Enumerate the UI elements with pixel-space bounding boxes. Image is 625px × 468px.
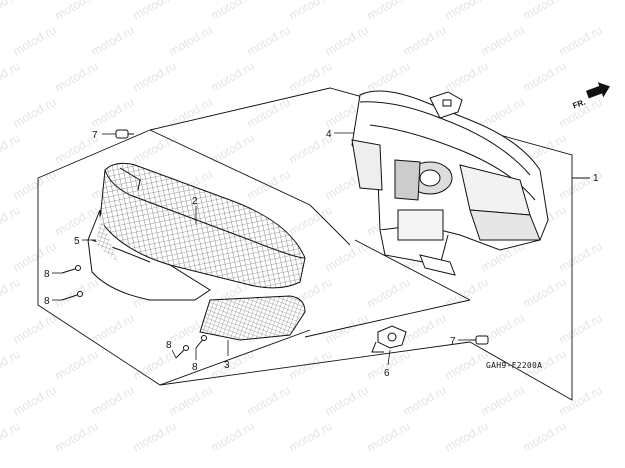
watermark-text: motod.ru	[401, 311, 449, 347]
watermark-text: motod.ru	[245, 23, 293, 59]
watermark-text: motod.ru	[0, 419, 23, 455]
watermark-text: motod.ru	[401, 383, 449, 419]
watermark-text: motod.ru	[521, 0, 569, 23]
watermark-text: motod.ru	[287, 203, 335, 239]
watermark-text: motod.ru	[521, 275, 569, 311]
watermark-text: motod.ru	[131, 419, 179, 455]
watermark-text: motod.ru	[557, 23, 605, 59]
assembly-frame	[37, 87, 590, 401]
watermark-text: motod.ru	[167, 383, 215, 419]
watermark-text: motod.ru	[245, 383, 293, 419]
watermark-text: motod.ru	[365, 59, 413, 95]
watermark-text: motod.ru	[287, 347, 335, 383]
watermark-text: motod.ru	[209, 59, 257, 95]
fr-label: FR.	[571, 98, 586, 111]
tail-housing-assembly	[351, 90, 549, 276]
watermark-text: motod.ru	[131, 131, 179, 167]
watermark-text: motod.ru	[401, 23, 449, 59]
watermark-text: motod.ru	[11, 95, 59, 131]
watermark-text: motod.ru	[131, 0, 179, 23]
watermark-text: motod.ru	[131, 59, 179, 95]
watermark-text: motod.ru	[209, 0, 257, 23]
watermark-text: motod.ru	[557, 239, 605, 275]
watermark-text: motod.ru	[287, 419, 335, 455]
watermark-text: motod.ru	[0, 275, 23, 311]
callout-5: 5	[74, 236, 80, 247]
watermark-text: motod.ru	[11, 23, 59, 59]
callout-8-b: 8	[44, 296, 50, 307]
watermark-text: motod.ru	[0, 131, 23, 167]
small-lens	[199, 295, 306, 341]
watermark-text: motod.ru	[323, 311, 371, 347]
callout-8-d: 8	[192, 362, 198, 373]
watermark-text: motod.ru	[131, 347, 179, 383]
watermark-text: motod.ru	[521, 59, 569, 95]
watermark-text: motod.ru	[0, 0, 23, 23]
watermark-text: motod.ru	[53, 59, 101, 95]
watermark-text: motod.ru	[53, 0, 101, 23]
callout-4: 4	[326, 129, 332, 140]
screw-top	[115, 129, 134, 139]
watermark-text: motod.ru	[11, 383, 59, 419]
watermark-text: motod.ru	[89, 383, 137, 419]
watermark-text: motod.ru	[167, 95, 215, 131]
watermark-text: motod.ru	[479, 95, 527, 131]
watermark-text: motod.ru	[521, 419, 569, 455]
watermark-text: motod.ru	[323, 23, 371, 59]
watermark-text: motod.ru	[245, 95, 293, 131]
watermark-text: motod.ru	[323, 383, 371, 419]
callout-8-a: 8	[44, 269, 50, 280]
watermark-text: motod.ru	[89, 23, 137, 59]
watermark-text: motod.ru	[11, 311, 59, 347]
callout-7-top: 7	[92, 130, 98, 141]
watermark-text: motod.ru	[53, 347, 101, 383]
watermark-text: motod.ru	[53, 419, 101, 455]
watermark-text: motod.ru	[209, 419, 257, 455]
watermark-text: motod.ru	[443, 59, 491, 95]
watermark-text: motod.ru	[167, 23, 215, 59]
tapping-screws	[61, 265, 207, 359]
watermark-text: motod.ru	[557, 383, 605, 419]
callout-8-c: 8	[166, 340, 172, 351]
callout-3: 3	[224, 360, 230, 371]
watermark-text: motod.ru	[443, 347, 491, 383]
watermark-text: motod.ru	[557, 311, 605, 347]
watermark-text: motod.ru	[287, 59, 335, 95]
screw-right	[470, 335, 489, 345]
watermark-text: motod.ru	[479, 23, 527, 59]
bulb-socket	[371, 325, 407, 353]
lower-cover	[87, 209, 211, 301]
callout-1: 1	[593, 173, 599, 184]
leader-lines	[52, 132, 590, 366]
watermark-text: motod.ru	[89, 311, 137, 347]
watermark-text: motod.ru	[0, 347, 23, 383]
callout-7-right: 7	[450, 336, 456, 347]
watermark-text: motod.ru	[365, 419, 413, 455]
watermark-text: motod.ru	[365, 275, 413, 311]
watermark-text: motod.ru	[0, 203, 23, 239]
watermark-text: motod.ru	[443, 275, 491, 311]
watermark-text: motod.ru	[89, 95, 137, 131]
callout-6: 6	[384, 368, 390, 379]
watermark-text: motod.ru	[11, 239, 59, 275]
watermark-text: motod.ru	[245, 167, 293, 203]
watermark-text: motod.ru	[443, 419, 491, 455]
front-direction-arrow	[586, 82, 610, 99]
diagram-code: GAH9-F2200A	[486, 361, 542, 370]
watermark-text: motod.ru	[479, 383, 527, 419]
watermark-text: motod.ru	[443, 0, 491, 23]
callout-2: 2	[192, 196, 198, 207]
watermark-text: motod.ru	[365, 0, 413, 23]
watermark-text: motod.ru	[287, 0, 335, 23]
watermark-text: motod.ru	[53, 275, 101, 311]
watermark-text: motod.ru	[0, 59, 23, 95]
